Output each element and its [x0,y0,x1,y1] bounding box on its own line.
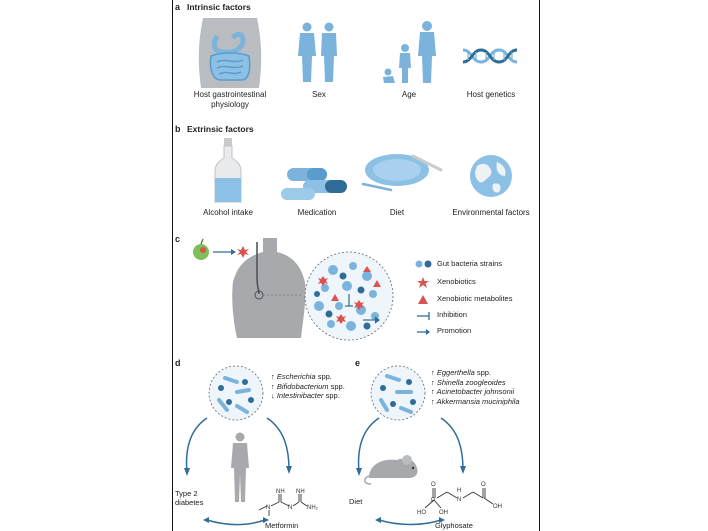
svg-text:O: O [431,482,436,488]
species-row: ↑ Shinella zoogleoides [431,378,520,388]
figure-frame: a Intrinsic factors Host gastrointestina… [172,0,540,531]
svg-text:P: P [431,498,435,504]
legend-gut-bacteria-strains: Gut bacteria strains [437,259,503,268]
svg-text:N: N [288,505,292,511]
xenobiotic-metabolite-legend-icon [418,295,428,304]
species-name: Intestinibacter [276,391,324,400]
svg-text:OH: OH [493,504,502,510]
alcohol-bottle-icon [214,138,242,203]
caption-diet: Diet [389,208,405,217]
panel-d-label: d [175,358,181,368]
species-row: ↑ Bifidobacterium spp. [271,382,345,392]
species-name: Akkermansia muciniphila [436,396,520,406]
medication-capsules-icon [281,168,347,200]
caption-host-gi-physiology: Host gastrointestinal physiology [193,90,267,109]
metformin-structure-icon: N N NH NH NH₂ [258,489,319,516]
panel-b-label: b [175,124,181,134]
species-name: Acinetobacter johnsonii [436,387,515,396]
legend-xenobiotics: Xenobiotics [437,277,476,286]
diet-plate-icon [361,154,443,192]
increase-arrow: ↑ [271,381,275,391]
panel-b-title: Extrinsic factors [187,124,254,134]
svg-text:NH₂: NH₂ [307,505,319,511]
caption-alcohol-intake: Alcohol intake [203,208,253,217]
glyphosate-structure-icon: O P HO OH NH O OH [417,482,502,516]
species-row: ↑ Escherichia spp. [271,372,345,382]
panel-e-label: e [355,358,361,368]
panel-a-label: a [175,2,181,12]
inhibition-legend-icon [417,312,430,320]
globe-icon [470,155,512,197]
svg-text:OH: OH [439,510,448,516]
caption-host-genetics: Host genetics [466,90,516,99]
legend-inhibition: Inhibition [437,310,468,319]
panel-a-title: Intrinsic factors [187,2,251,12]
species-row: ↑ Akkermansia muciniphila [431,397,520,407]
species-name: Escherichia [276,372,316,381]
dna-helix-icon [462,48,518,64]
metformin-label: Metformin [265,521,299,530]
increase-arrow: ↑ [271,372,275,381]
species-suffix: spp. [315,372,332,381]
xenobiotic-legend-icon [417,277,429,288]
panel-d-species-list: ↑ Escherichia spp. ↑ Bifidobacterium spp… [271,372,345,401]
svg-text:NH: NH [276,489,285,495]
diet-label: Diet [349,497,363,506]
svg-text:O: O [481,482,486,488]
panel-c-label: c [175,234,181,244]
species-row: ↓ Intestinibacter spp. [271,391,345,401]
species-name: Eggerthella [436,368,475,377]
species-suffix: spp. [474,368,492,377]
panel-e-cycle-arrows [356,417,466,526]
panel-e-microbiome-circle-icon [370,365,426,421]
caption-medication: Medication [297,208,337,217]
svg-text:NH: NH [296,489,305,495]
decrease-arrow: ↓ [271,391,275,400]
human-figure-icon [231,432,249,502]
svg-text:HO: HO [417,510,426,516]
sex-figures-icon [298,22,337,82]
caption-age: Age [401,90,417,99]
type-2-diabetes-label: Type 2 diabetes [175,489,204,507]
panel-e-species-list: ↑ Eggerthella spp. ↑ Shinella zoogleoide… [431,368,520,406]
body-silhouette-icon [232,238,306,338]
species-name: Bifidobacterium [276,381,329,391]
species-row: ↑ Acinetobacter johnsonii [431,387,520,397]
glyphosate-label: Glyphosate [435,521,473,530]
species-name: Shinella zoogleoides [436,377,506,387]
legend-promotion: Promotion [437,326,472,335]
age-figures-icon [383,21,436,83]
promotion-legend-icon [417,329,430,335]
svg-text:N: N [266,505,270,511]
panel-d-microbiome-circle-icon [208,365,264,421]
increase-arrow: ↑ [431,377,435,387]
increase-arrow: ↑ [431,368,435,377]
svg-text:H: H [457,488,461,494]
increase-arrow: ↑ [431,396,435,406]
species-row: ↑ Eggerthella spp. [431,368,520,378]
caption-sex: Sex [312,90,326,99]
species-suffix: spp. [323,391,340,400]
panel-d-cycle-arrows [184,417,292,526]
species-suffix: spp. [328,381,345,391]
apple-xenobiotic-icon [193,238,249,260]
mouse-icon [364,455,418,485]
gut-microbiome-circle-icon [304,251,394,341]
gastrointestinal-tract-icon [198,18,262,88]
gut-bacteria-legend-icon [415,260,432,268]
svg-text:N: N [457,497,461,503]
increase-arrow: ↑ [431,387,435,396]
legend-xenobiotic-metabolites: Xenobiotic metabolites [437,294,513,303]
caption-environmental-factors: Environmental factors [452,208,530,217]
connector-dashed-line [263,294,303,296]
